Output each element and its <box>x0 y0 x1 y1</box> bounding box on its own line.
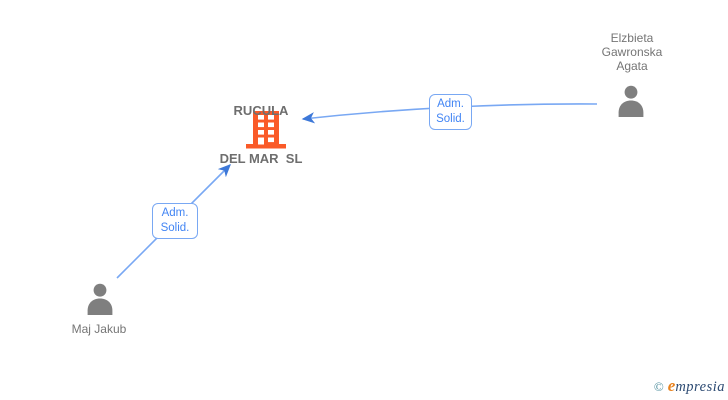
person-node-label-elzbieta[interactable]: Elzbieta Gawronska Agata <box>552 31 712 73</box>
edge-label-line1: Adm. <box>161 207 189 219</box>
company-node-label[interactable]: RUCULA DEL MAR SL <box>181 71 341 199</box>
person-name-line2: Gawronska <box>601 45 663 59</box>
company-building-icon[interactable] <box>245 111 287 149</box>
person-node-label-maj[interactable]: Maj Jakub <box>19 322 179 336</box>
copyright-icon: © <box>653 379 664 394</box>
edge-label-maj-company[interactable]: Adm. Solid. <box>152 203 198 239</box>
company-name-line1: RUCULA <box>233 103 289 118</box>
person-name-line3: Agata <box>616 59 648 73</box>
logo-brand-initial: e <box>667 376 676 395</box>
person-name: Maj Jakub <box>71 322 127 336</box>
edge-label-line2: Solid. <box>436 113 465 125</box>
edge-label-elzbieta-company[interactable]: Adm. Solid. <box>429 94 472 130</box>
company-name-line2: DEL MAR SL <box>219 151 303 166</box>
person-name-line1: Elzbieta <box>610 31 654 45</box>
logo-brand-rest: mpresia <box>675 379 725 395</box>
edge-label-line1: Adm. <box>437 98 464 110</box>
empresia-logo[interactable]: © empresia <box>654 376 725 396</box>
edge-label-line2: Solid. <box>160 222 190 234</box>
person-icon-maj[interactable] <box>84 282 116 316</box>
person-icon-elzbieta[interactable] <box>615 84 647 118</box>
